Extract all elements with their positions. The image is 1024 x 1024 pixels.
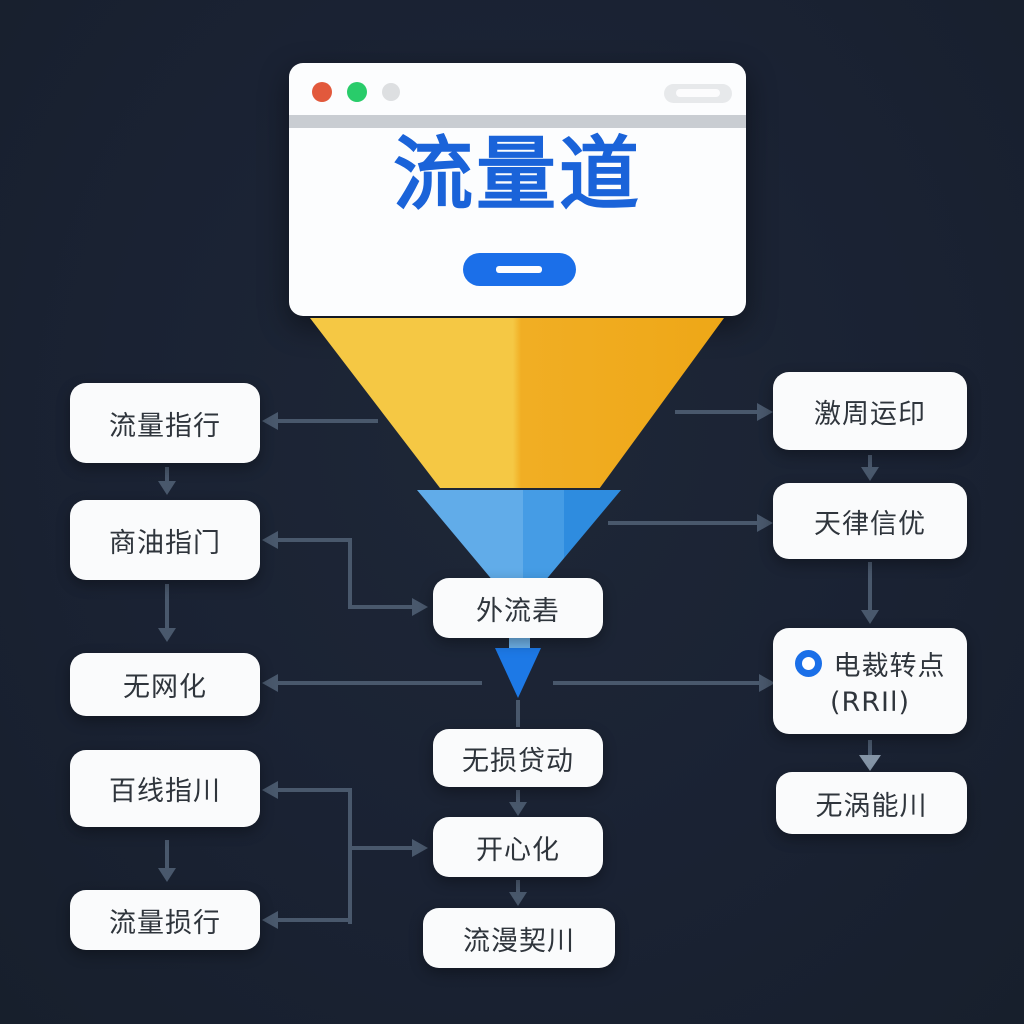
node-label: 激周运印 bbox=[814, 398, 926, 430]
node-left-4: 百线指川 bbox=[70, 750, 260, 827]
arrow-down-icon bbox=[859, 755, 881, 771]
arrow-left-icon bbox=[262, 911, 278, 929]
node-left-3: 无网化 bbox=[70, 653, 260, 716]
connector-center-to-left3 bbox=[276, 681, 482, 685]
connector-left2-elbow-h2 bbox=[348, 605, 412, 609]
connector-funnel-to-right1 bbox=[675, 410, 759, 414]
arrow-down-icon bbox=[861, 610, 879, 624]
connector-hub-to-left4 bbox=[276, 788, 352, 792]
arrow-left-icon bbox=[262, 412, 278, 430]
node-right-3: 电裁转点 (RRIl) bbox=[773, 628, 967, 734]
node-label: 无损贷动 bbox=[462, 745, 574, 777]
node-right-1: 激周运印 bbox=[773, 372, 967, 450]
node-label: 开心化 bbox=[476, 834, 560, 866]
flow-center2-center3 bbox=[516, 790, 520, 804]
node-right-4: 无涡能川 bbox=[776, 772, 967, 834]
connector-hub-to-center3 bbox=[352, 846, 412, 850]
address-pill bbox=[664, 84, 732, 103]
connector-center-to-right3 bbox=[553, 681, 759, 685]
arrow-down-icon bbox=[158, 628, 176, 642]
node-label: 百线指川 bbox=[109, 776, 221, 807]
flow-left1-left2 bbox=[165, 467, 169, 483]
flow-funnel-center2 bbox=[516, 700, 520, 727]
address-pill-stripe bbox=[676, 89, 720, 97]
dash-icon bbox=[496, 266, 542, 273]
flow-right2-right3 bbox=[868, 562, 872, 612]
node-right-2: 天律信优 bbox=[773, 483, 967, 559]
node-label: 天律信优 bbox=[814, 508, 926, 540]
flow-right1-right2 bbox=[868, 455, 872, 469]
connector-hub-v bbox=[348, 788, 352, 924]
connector-left2-elbow-v bbox=[348, 538, 352, 609]
flow-center3-center4 bbox=[516, 880, 520, 894]
close-button-icon[interactable] bbox=[312, 82, 332, 102]
node-label: 商油指门 bbox=[109, 527, 221, 559]
node-label: 电裁转点 bbox=[833, 651, 946, 682]
node-label: 无涡能川 bbox=[815, 790, 928, 822]
funnel-top-section bbox=[310, 318, 724, 488]
arrow-down-icon bbox=[509, 892, 527, 906]
arrow-down-icon bbox=[158, 481, 176, 495]
flow-right3-right4 bbox=[868, 740, 872, 758]
node-left-5: 流量损行 bbox=[70, 890, 260, 950]
arrow-down-icon bbox=[158, 868, 176, 882]
node-label: 流量指行 bbox=[109, 410, 221, 442]
flow-left2-left3 bbox=[165, 584, 169, 630]
arrow-left-icon bbox=[262, 674, 278, 692]
connector-funnel-to-left1 bbox=[276, 419, 378, 423]
node-label: 无网化 bbox=[123, 672, 207, 703]
arrow-down-icon bbox=[509, 802, 527, 816]
primary-button[interactable] bbox=[463, 253, 576, 286]
arrow-right-icon bbox=[757, 403, 773, 421]
browser-window: 流量道 bbox=[289, 63, 746, 316]
node-label: 流漫契川 bbox=[463, 925, 575, 957]
arrow-right-icon bbox=[412, 598, 428, 616]
node-center-1: 外流砉 bbox=[433, 578, 603, 638]
connector-left2-elbow-h1 bbox=[276, 538, 352, 542]
arrow-right-icon bbox=[759, 674, 775, 692]
connector-hub-to-left5 bbox=[276, 918, 352, 922]
arrow-left-icon bbox=[262, 531, 278, 549]
arrow-right-icon bbox=[412, 839, 428, 857]
blue-ring-icon bbox=[794, 650, 822, 677]
connector-funnel-to-right2 bbox=[608, 521, 759, 525]
node-center-3: 开心化 bbox=[433, 817, 603, 877]
toolbar-divider bbox=[289, 115, 746, 128]
node-sublabel: (RRIl) bbox=[829, 687, 911, 718]
arrow-down-icon bbox=[861, 467, 879, 481]
maximize-button-icon[interactable] bbox=[382, 83, 400, 101]
flow-left4-left5 bbox=[165, 840, 169, 870]
node-center-2: 无损贷动 bbox=[433, 729, 603, 787]
node-left-1: 流量指行 bbox=[70, 383, 260, 463]
minimize-button-icon[interactable] bbox=[347, 82, 367, 102]
page-title: 流量道 bbox=[393, 128, 642, 221]
arrow-right-icon bbox=[757, 514, 773, 532]
node-label: 流量损行 bbox=[109, 907, 221, 939]
arrow-left-icon bbox=[262, 781, 278, 799]
node-center-4: 流漫契川 bbox=[423, 908, 615, 968]
node-label: 外流砉 bbox=[476, 595, 560, 627]
funnel-down-arrow-icon bbox=[495, 648, 541, 698]
node-left-2: 商油指门 bbox=[70, 500, 260, 580]
